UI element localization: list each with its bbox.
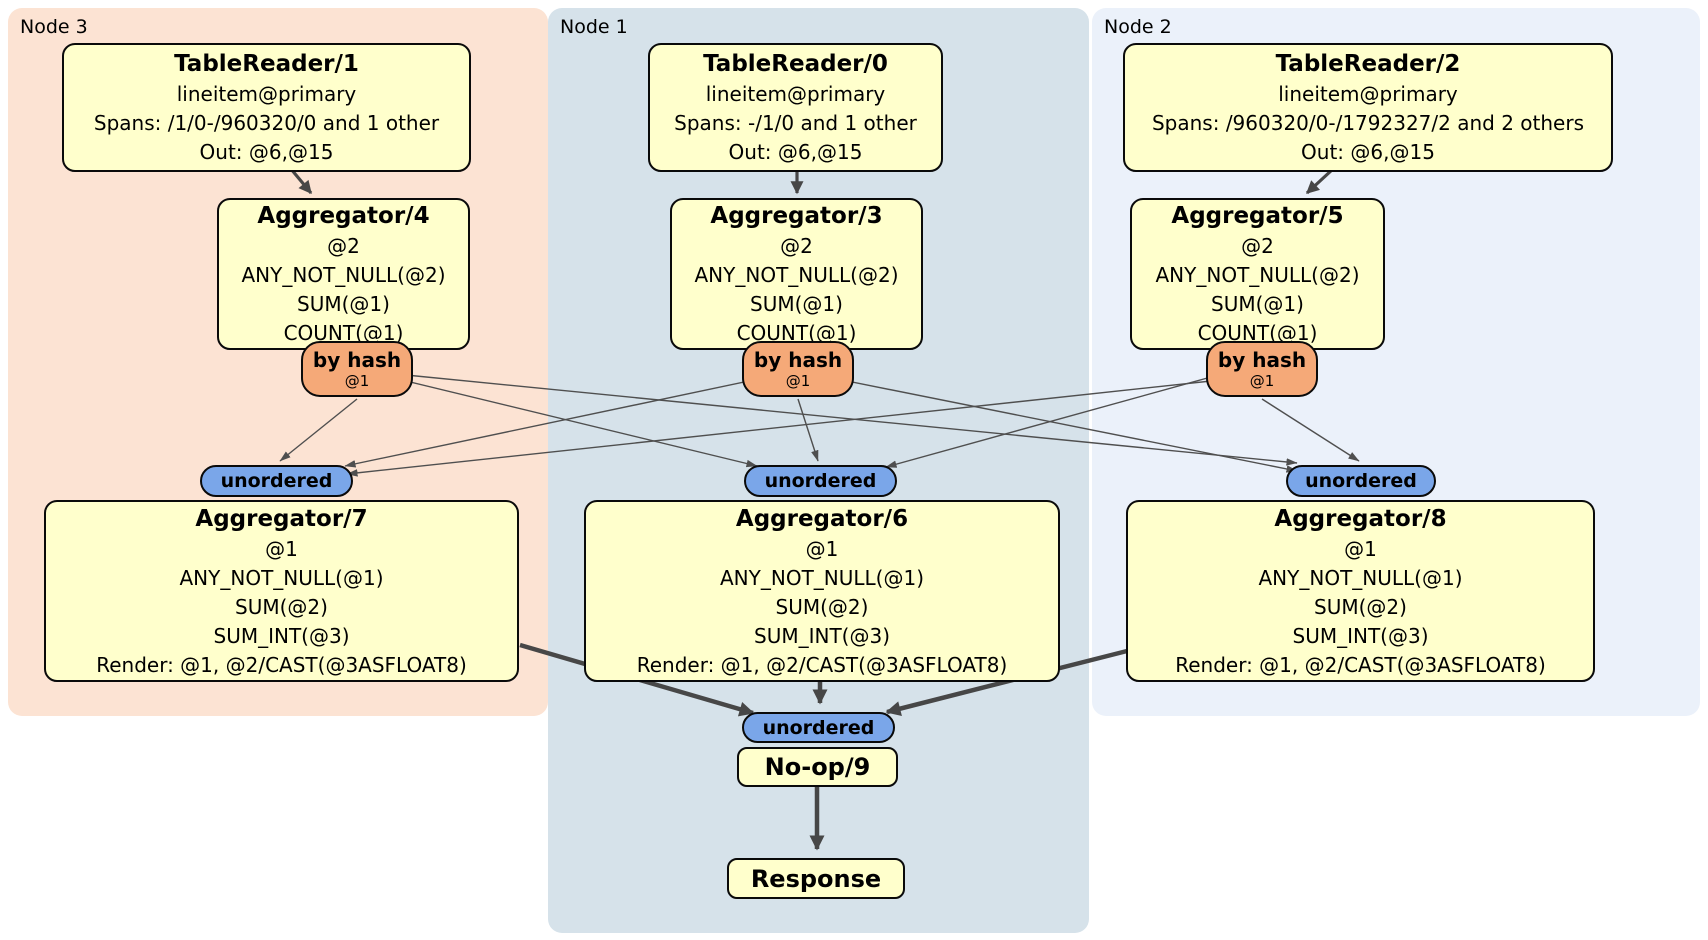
aggregator-4-box: Aggregator/4 @2 ANY_NOT_NULL(@2) SUM(@1)…	[217, 198, 470, 350]
router-sync-edges	[279, 374, 1360, 477]
node-2-label: Node 2	[1104, 16, 1172, 38]
tablereader-2-out: Out: @6,@15	[1301, 140, 1435, 164]
edge-router2-sync1	[885, 376, 1212, 468]
tablereader-2-spans: Spans: /960320/0-/1792327/2 and 2 others	[1151, 111, 1584, 135]
unordered-sync-node2: unordered	[1286, 465, 1436, 497]
aggregator-7-title: Aggregator/7	[195, 505, 368, 532]
edge-tr2-agg5	[1305, 167, 1335, 195]
aggregator-8-title: Aggregator/8	[1274, 505, 1447, 532]
aggregator-3-fn2: SUM(@1)	[750, 292, 843, 316]
unordered-sync-node1: unordered	[744, 465, 897, 497]
hash-router-node3-label: by hash	[312, 347, 402, 372]
aggregator-6-fn2: SUM(@2)	[775, 594, 869, 619]
tablereader-1-box: TableReader/1 lineitem@primary Spans: /1…	[62, 43, 471, 172]
tablereader-1-title: TableReader/1	[174, 51, 359, 77]
aggregator-4-group: @2	[327, 234, 360, 258]
edge-tr1-agg4	[289, 167, 313, 195]
response-box: Response	[727, 858, 905, 899]
unordered-sync-final-label: unordered	[762, 716, 875, 739]
aggregator-6-title: Aggregator/6	[735, 505, 909, 532]
aggregator-4-fn2: SUM(@1)	[297, 292, 390, 316]
aggregator-7-fn2: SUM(@2)	[235, 594, 328, 619]
tablereader-2-title: TableReader/2	[1275, 51, 1461, 77]
aggregator-7-box: Aggregator/7 @1 ANY_NOT_NULL(@1) SUM(@2)…	[44, 500, 519, 682]
hash-router-node2-key: @1	[1249, 371, 1275, 390]
aggregator-8-fn1: ANY_NOT_NULL(@1)	[1258, 565, 1463, 590]
response-title: Response	[750, 864, 882, 893]
aggregator-8-fn2: SUM(@2)	[1314, 594, 1407, 619]
edge-router3-sync3	[279, 398, 358, 462]
aggregator-3-fn1: ANY_NOT_NULL(@2)	[694, 263, 899, 287]
tablereader-0-index: lineitem@primary	[705, 82, 886, 106]
node-3-label: Node 3	[20, 16, 88, 38]
unordered-sync-node3-label: unordered	[220, 470, 333, 492]
aggregator-5-group: @2	[1241, 234, 1274, 258]
aggregator-3-box: Aggregator/3 @2 ANY_NOT_NULL(@2) SUM(@1)…	[670, 198, 923, 350]
aggregator-6-fn1: ANY_NOT_NULL(@1)	[720, 565, 924, 590]
edge-router3-sync1	[405, 380, 758, 468]
hash-router-node3-key: @1	[344, 371, 370, 390]
aggregator-6-box: Aggregator/6 @1 ANY_NOT_NULL(@1) SUM(@2)…	[584, 500, 1060, 682]
tablereader-0-spans: Spans: -/1/0 and 1 other	[674, 111, 917, 135]
aggregator-7-group: @1	[265, 536, 298, 561]
tablereader-0-box: TableReader/0 lineitem@primary Spans: -/…	[648, 43, 943, 172]
unordered-sync-node3: unordered	[200, 465, 353, 497]
aggregator-8-fn3: SUM_INT(@3)	[1292, 623, 1429, 648]
aggregator-8-render: Render: @1, @2/CAST(@3ASFLOAT8)	[1175, 652, 1546, 677]
edge-router1-sync3	[344, 380, 750, 468]
edge-router1-sync2	[846, 380, 1298, 473]
edge-router2-sync3	[346, 380, 1212, 477]
aggregator-8-group: @1	[1344, 536, 1377, 561]
tablereader-1-out: Out: @6,@15	[199, 140, 334, 164]
aggregator-5-box: Aggregator/5 @2 ANY_NOT_NULL(@2) SUM(@1)…	[1130, 198, 1385, 350]
tablereader-0-out: Out: @6,@15	[728, 140, 863, 164]
noop-title: No-op/9	[764, 753, 871, 781]
aggregator-3-title: Aggregator/3	[710, 203, 883, 229]
hash-router-node1-key: @1	[785, 371, 811, 390]
aggregator-6-fn3: SUM_INT(@3)	[754, 623, 890, 648]
unordered-sync-final: unordered	[742, 712, 895, 743]
aggregator-7-fn1: ANY_NOT_NULL(@1)	[179, 565, 384, 590]
aggregator-5-title: Aggregator/5	[1171, 203, 1344, 229]
aggregator-5-fn1: ANY_NOT_NULL(@2)	[1155, 263, 1360, 287]
edge-router2-sync2	[1261, 398, 1360, 462]
aggregator-6-render: Render: @1, @2/CAST(@3ASFLOAT8)	[636, 652, 1008, 677]
hash-router-node3: by hash @1	[301, 341, 413, 397]
noop-box: No-op/9	[737, 747, 898, 787]
tablereader-2-box: TableReader/2 lineitem@primary Spans: /9…	[1123, 43, 1613, 172]
unordered-sync-node2-label: unordered	[1305, 470, 1417, 492]
aggregator-4-title: Aggregator/4	[257, 203, 430, 229]
aggregator-7-render: Render: @1, @2/CAST(@3ASFLOAT8)	[96, 652, 467, 677]
node-1-label: Node 1	[560, 16, 628, 38]
edge-router1-sync1	[797, 398, 819, 462]
aggregator-3-group: @2	[780, 234, 813, 258]
tablereader-0-title: TableReader/0	[703, 51, 888, 77]
unordered-sync-node1-label: unordered	[764, 470, 877, 492]
aggregator-6-group: @1	[805, 536, 839, 561]
hash-router-node2: by hash @1	[1206, 341, 1318, 397]
tablereader-2-index: lineitem@primary	[1278, 82, 1458, 106]
hash-router-node2-label: by hash	[1217, 347, 1307, 372]
aggregator-4-fn1: ANY_NOT_NULL(@2)	[241, 263, 446, 287]
aggregator-5-fn2: SUM(@1)	[1211, 292, 1304, 316]
tablereader-1-index: lineitem@primary	[176, 82, 357, 106]
tablereader-arrows	[289, 167, 1335, 195]
aggregator-7-fn3: SUM_INT(@3)	[213, 623, 350, 648]
tablereader-1-spans: Spans: /1/0-/960320/0 and 1 other	[93, 111, 440, 135]
hash-router-node1-label: by hash	[753, 347, 843, 372]
hash-router-node1: by hash @1	[742, 341, 854, 397]
aggregator-8-box: Aggregator/8 @1 ANY_NOT_NULL(@1) SUM(@2)…	[1126, 500, 1595, 682]
